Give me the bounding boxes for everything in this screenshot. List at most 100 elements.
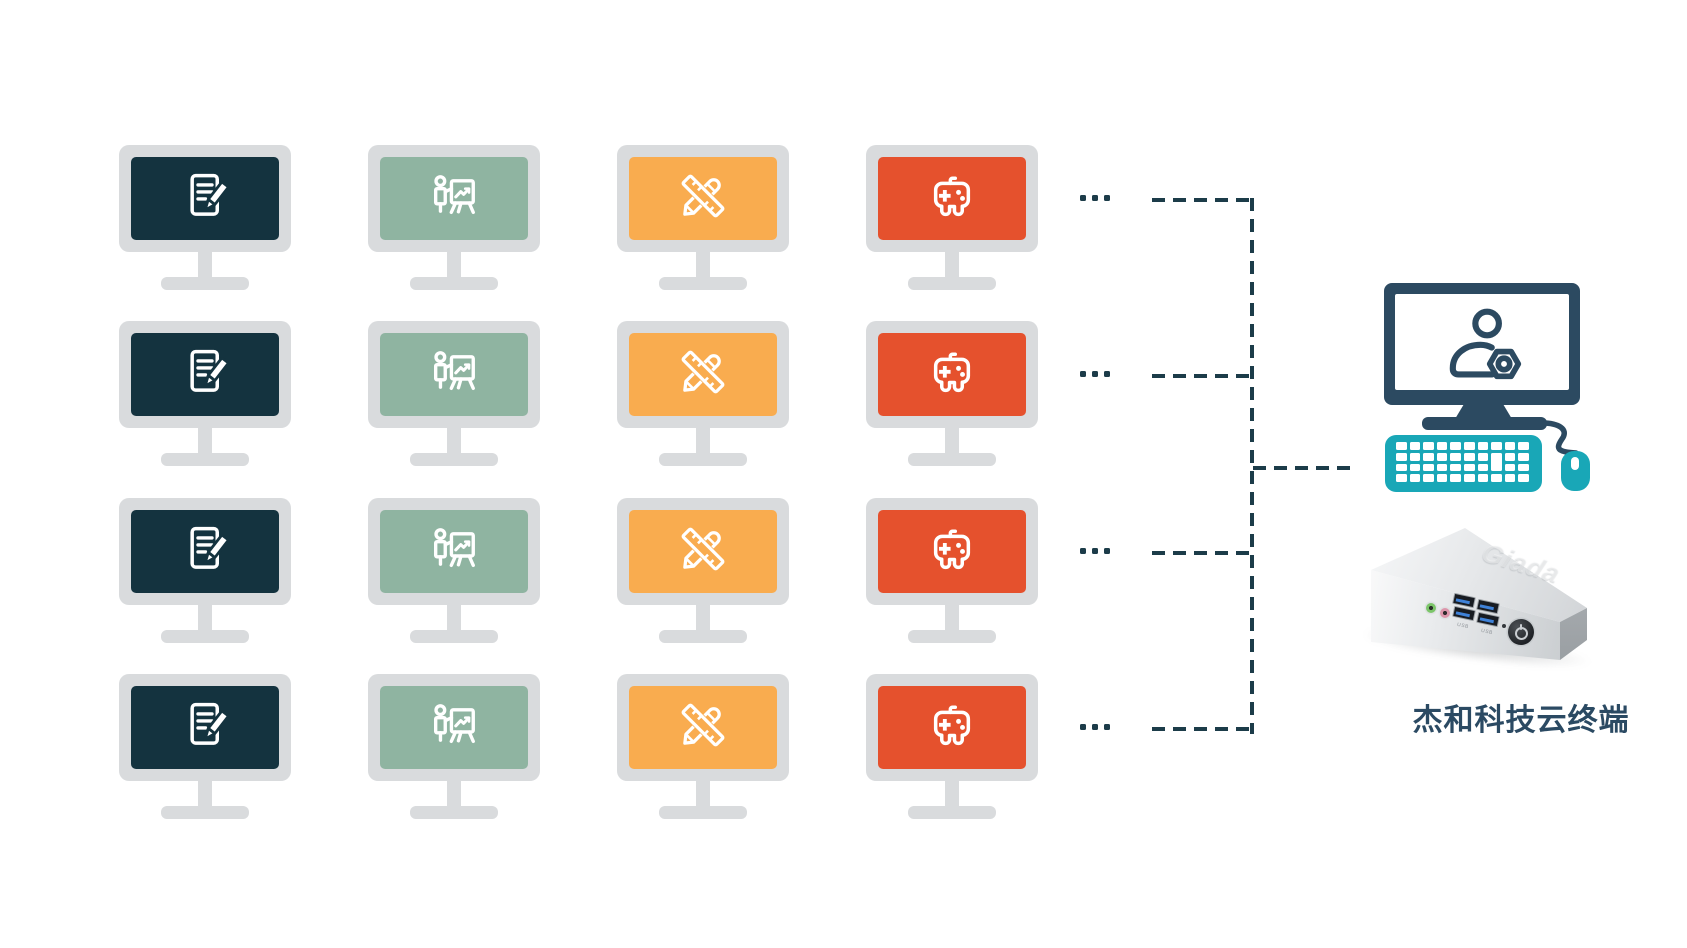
keyboard-key — [1409, 442, 1421, 450]
monitor-stand — [696, 252, 710, 279]
keyboard-key — [1450, 474, 1461, 483]
ellipsis-dot — [1092, 195, 1098, 201]
keyboard-key — [1491, 452, 1502, 472]
monitor-stand — [945, 781, 959, 808]
power-led-icon — [1502, 624, 1506, 628]
monitor-stand — [696, 428, 710, 455]
document-pen-icon — [177, 521, 233, 582]
ruler-pencil-icon — [675, 521, 731, 582]
ellipsis-dot — [1080, 195, 1086, 201]
keyboard-key — [1450, 463, 1461, 472]
keyboard-key — [1477, 442, 1489, 450]
monitor-bezel — [617, 498, 789, 605]
keyboard-key — [1409, 474, 1421, 483]
keyboard — [1385, 435, 1542, 492]
keyboard-key — [1423, 452, 1434, 461]
monitor-bezel — [119, 145, 291, 252]
monitor-screen-office-documents — [131, 686, 279, 769]
keyboard-key — [1436, 452, 1448, 461]
monitor-stand — [696, 781, 710, 808]
gamepad-icon — [924, 697, 980, 758]
keyboard-key — [1396, 463, 1407, 472]
monitor-screen-design-tools — [629, 686, 777, 769]
monitor-bezel — [119, 674, 291, 781]
audio-jack-icon — [1426, 603, 1436, 613]
monitor-base — [410, 630, 498, 643]
keyboard-key — [1423, 442, 1434, 450]
monitor-stand — [447, 605, 461, 632]
monitor-base — [908, 453, 996, 466]
monitor-stand — [945, 605, 959, 632]
monitor-screen-presentation — [380, 686, 528, 769]
monitor-stand — [447, 781, 461, 808]
row-3-connector-line — [1152, 551, 1253, 555]
host-monitor-base — [1422, 417, 1547, 430]
keyboard-key — [1396, 442, 1407, 450]
row-4-connector-line — [1152, 727, 1253, 731]
monitor-base — [659, 630, 747, 643]
keyboard-key — [1464, 452, 1475, 461]
monitor-screen-presentation — [380, 510, 528, 593]
keyboard-key — [1518, 452, 1529, 461]
user-gear-icon — [1449, 308, 1522, 380]
ellipsis-dot — [1104, 548, 1110, 554]
keyboard-key — [1504, 442, 1516, 450]
keyboard-key — [1423, 474, 1434, 483]
monitor-stand — [198, 781, 212, 808]
keyboard-key — [1518, 442, 1529, 450]
presentation-chart-icon — [426, 168, 482, 229]
presentation-chart-icon — [426, 697, 482, 758]
monitor-stand — [198, 605, 212, 632]
monitor-screen-gaming — [878, 157, 1026, 240]
monitor-base — [410, 453, 498, 466]
document-pen-icon — [177, 697, 233, 758]
monitor-bezel — [119, 498, 291, 605]
power-button-icon — [1508, 619, 1534, 645]
monitor-stand — [198, 252, 212, 279]
keyboard-key — [1396, 474, 1407, 483]
monitor-bezel — [368, 145, 540, 252]
monitor-base — [659, 453, 747, 466]
ellipsis-dot — [1092, 548, 1098, 554]
monitor-bezel — [368, 498, 540, 605]
ruler-pencil-icon — [675, 697, 731, 758]
ruler-pencil-icon — [675, 344, 731, 405]
ellipsis-dot — [1080, 548, 1086, 554]
mouse-cable — [1542, 420, 1579, 456]
monitor-stand — [696, 605, 710, 632]
keyboard-key — [1409, 463, 1421, 472]
monitor-screen-gaming — [878, 686, 1026, 769]
keyboard-key — [1491, 474, 1502, 483]
monitor-screen-office-documents — [131, 157, 279, 240]
keyboard-key — [1518, 463, 1529, 472]
keyboard-key — [1504, 452, 1516, 461]
gamepad-icon — [924, 521, 980, 582]
keyboard-key — [1436, 474, 1448, 483]
monitor-screen-office-documents — [131, 333, 279, 416]
ellipsis-dot — [1092, 724, 1098, 730]
row-1-connector-line — [1152, 198, 1253, 202]
monitor-bezel — [368, 674, 540, 781]
monitor-bezel — [866, 145, 1038, 252]
keyboard-key — [1518, 474, 1529, 483]
monitor-base — [908, 806, 996, 819]
monitor-base — [161, 453, 249, 466]
keyboard-key — [1477, 463, 1489, 472]
monitor-bezel — [119, 321, 291, 428]
monitor-base — [161, 277, 249, 290]
ellipsis-dot — [1080, 724, 1086, 730]
ellipsis-dot — [1080, 371, 1086, 377]
monitor-bezel — [866, 321, 1038, 428]
presentation-chart-icon — [426, 344, 482, 405]
keyboard-key — [1464, 474, 1475, 483]
keyboard-key — [1423, 463, 1434, 472]
ellipsis-dot — [1104, 195, 1110, 201]
monitor-base — [659, 806, 747, 819]
monitor-base — [161, 806, 249, 819]
monitor-base — [161, 630, 249, 643]
keyboard-key — [1464, 463, 1475, 472]
monitor-screen-design-tools — [629, 333, 777, 416]
gamepad-icon — [924, 344, 980, 405]
keyboard-key — [1504, 463, 1516, 472]
